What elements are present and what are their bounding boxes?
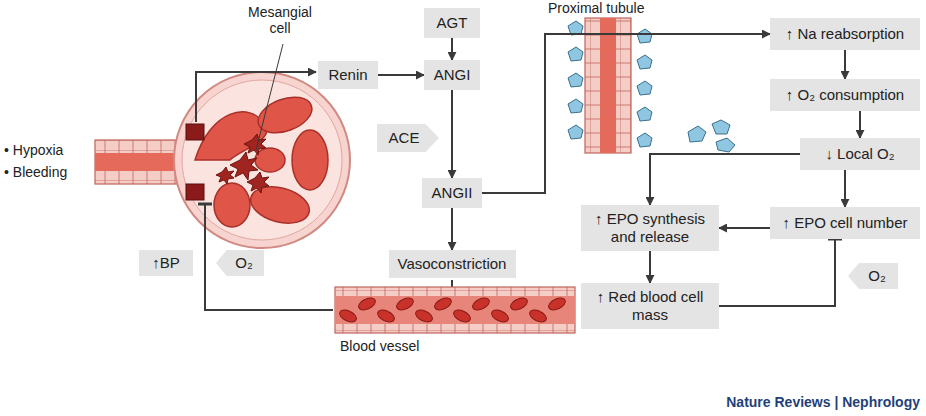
arrow-connector — [859, 111, 861, 138]
process-box: ↑ EPO cell number — [770, 207, 920, 239]
tubule-lumen — [600, 18, 616, 153]
leader-line — [256, 44, 283, 150]
arrow-connector — [451, 38, 453, 60]
condition-label: • Hypoxia — [4, 142, 63, 158]
node-text: ACE — [389, 129, 420, 147]
arrow-connector — [844, 50, 846, 79]
publisher-label: Nature Reviews | Nephrology — [726, 394, 920, 410]
feedback-inhibition-line — [205, 204, 333, 310]
vessel-lumen — [335, 296, 575, 324]
part-label: Blood vessel — [340, 338, 419, 354]
node-text: ↑ EPO synthesis and release — [589, 210, 711, 246]
node-text: ↓ Local O₂ — [825, 145, 894, 163]
peptide-box: ANGI — [424, 60, 480, 90]
peptide-box: ANGII — [422, 178, 482, 208]
node-text: ↑ EPO cell number — [782, 214, 907, 232]
enzyme-box: Renin — [318, 61, 378, 89]
node-text: O₂ — [868, 267, 886, 285]
arrow-connector — [844, 170, 846, 207]
node-text: ↑BP — [152, 254, 180, 272]
node-text: ↑ O₂ consumption — [786, 86, 904, 104]
oxygen-pointer: O₂ — [216, 250, 264, 276]
part-label: Proximal tubule — [548, 0, 645, 16]
arrow-connector — [451, 90, 453, 178]
juxtaglomerular-cell — [186, 124, 204, 140]
pressure-box: ↑BP — [139, 250, 193, 276]
substrate-box: AGT — [424, 8, 480, 38]
node-text: O₂ — [235, 254, 253, 272]
node-text: Renin — [328, 66, 367, 84]
renin-release-arrow — [196, 72, 316, 122]
effect-box: Vasoconstriction — [389, 250, 516, 278]
node-text: ↑ Red blood cell mass — [589, 288, 711, 324]
arrow-connector — [649, 251, 651, 283]
mesangial-cells — [216, 134, 269, 193]
node-text: ANGII — [432, 184, 473, 202]
blood-vessel — [335, 287, 575, 333]
process-box: ↓ Local O₂ — [800, 138, 920, 170]
process-box: ↑ EPO synthesis and release — [581, 205, 719, 251]
vessel-link — [451, 280, 453, 287]
process-box: ↑ O₂ consumption — [770, 79, 920, 111]
proximal-tubule — [585, 18, 631, 153]
arrow-connector — [719, 227, 770, 229]
juxtaglomerular-cell — [186, 184, 204, 200]
part-label: Mesangial cell — [240, 4, 320, 36]
arrow-connector — [482, 34, 770, 193]
node-text: Vasoconstriction — [398, 255, 507, 273]
oxygen-pointer: O₂ — [848, 263, 898, 289]
enzyme-pointer: ACE — [377, 124, 439, 152]
condition-label: • Bleeding — [4, 164, 67, 180]
node-text: ↑ Na reabsorption — [786, 25, 904, 43]
node-text: AGT — [437, 14, 468, 32]
glomerulus — [174, 72, 350, 248]
node-text: ANGI — [434, 66, 471, 84]
red-blood-cells — [338, 296, 568, 325]
process-box: ↑ Na reabsorption — [770, 18, 920, 50]
process-box: ↑ Red blood cell mass — [581, 283, 719, 329]
epo-producing-cells — [688, 120, 735, 152]
inhibition-connector — [719, 239, 835, 306]
arrow-connector — [451, 208, 453, 250]
arrow-connector — [650, 154, 800, 205]
interstitial-cells — [568, 21, 652, 147]
arrow-connector — [378, 74, 424, 76]
capillary-loops — [195, 90, 328, 229]
